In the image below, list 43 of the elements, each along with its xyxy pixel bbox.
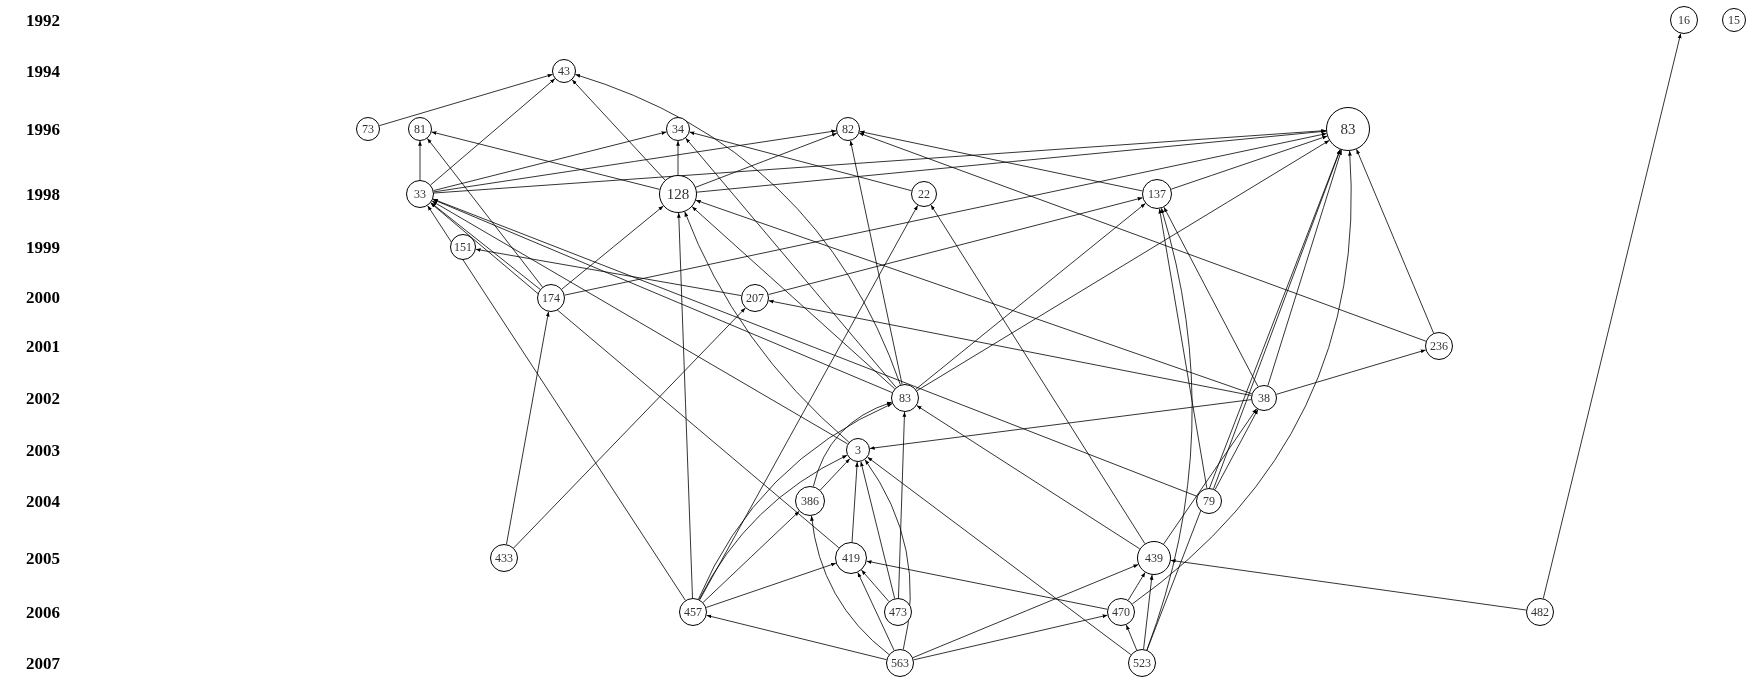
year-label: 2004 bbox=[26, 492, 60, 510]
node-circle: 523 bbox=[1128, 649, 1156, 677]
node-circle: 457 bbox=[679, 598, 707, 626]
node-circle: 419 bbox=[835, 542, 867, 574]
node-circle: 82 bbox=[836, 117, 860, 141]
node-circle: 15 bbox=[1722, 8, 1746, 32]
year-label: 1996 bbox=[26, 120, 60, 138]
node-circle: 43 bbox=[552, 59, 576, 83]
year-label: 2002 bbox=[26, 389, 60, 407]
year-label: 2006 bbox=[26, 603, 60, 621]
node-circle: 207 bbox=[741, 284, 769, 312]
node-circle: 38 bbox=[1251, 385, 1277, 411]
year-label: 2007 bbox=[26, 654, 60, 672]
node-circle: 83 bbox=[891, 384, 919, 412]
node-circle: 470 bbox=[1107, 598, 1135, 626]
node-circle: 79 bbox=[1196, 488, 1222, 514]
node-circle: 16 bbox=[1670, 6, 1698, 34]
node-circle: 482 bbox=[1526, 598, 1554, 626]
node-circle: 174 bbox=[537, 284, 565, 312]
year-label: 2001 bbox=[26, 337, 60, 355]
node-circle: 22 bbox=[911, 181, 937, 207]
node-circle: 81 bbox=[408, 117, 432, 141]
node-circle: 128 bbox=[659, 175, 697, 213]
node-circle: 33 bbox=[406, 180, 434, 208]
year-label: 1998 bbox=[26, 185, 60, 203]
year-label: 2000 bbox=[26, 288, 60, 306]
node-circle: 563 bbox=[886, 649, 914, 677]
year-label: 1999 bbox=[26, 238, 60, 256]
node-circle: 473 bbox=[884, 598, 912, 626]
node-circle: 439 bbox=[1137, 541, 1171, 575]
year-label: 2005 bbox=[26, 549, 60, 567]
year-label: 1992 bbox=[26, 11, 60, 29]
node-circle: 73 bbox=[356, 117, 380, 141]
node-circle: 83 bbox=[1326, 107, 1370, 151]
year-label: 1994 bbox=[26, 62, 60, 80]
node-circle: 236 bbox=[1425, 332, 1453, 360]
year-label: 2003 bbox=[26, 441, 60, 459]
node-circle: 34 bbox=[666, 117, 690, 141]
node-circle: 386 bbox=[795, 486, 825, 516]
node-circle: 433 bbox=[490, 544, 518, 572]
node-circle: 151 bbox=[450, 234, 476, 260]
node-circle: 137 bbox=[1142, 179, 1172, 209]
node-circle: 3 bbox=[846, 438, 870, 462]
